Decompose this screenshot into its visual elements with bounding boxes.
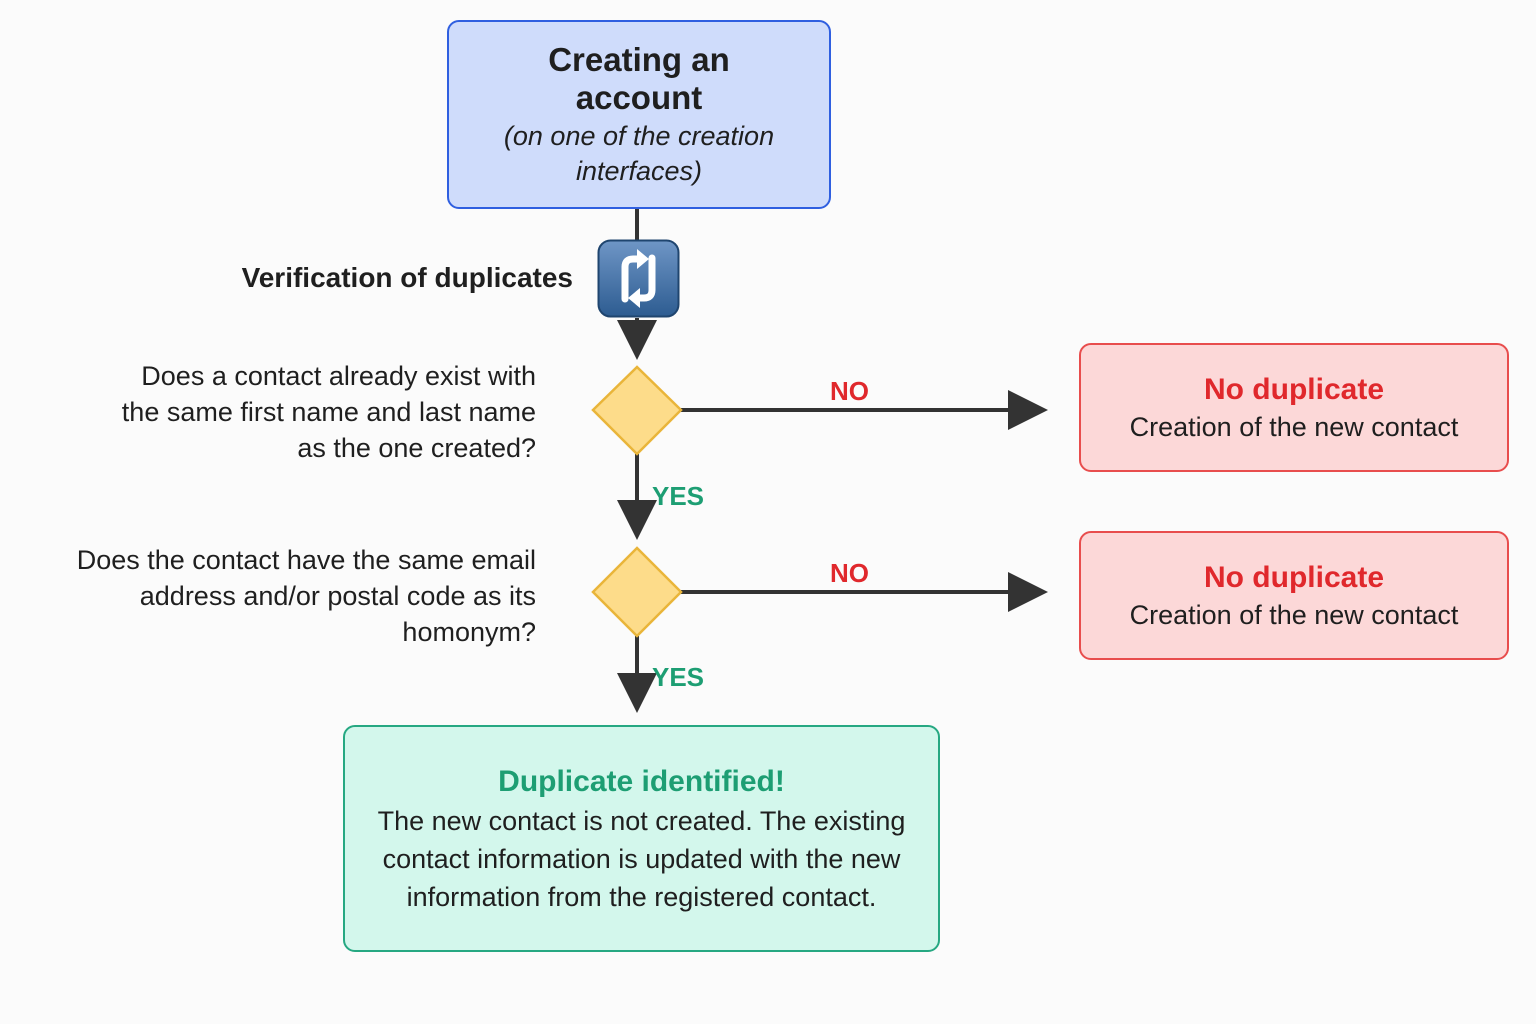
refresh-icon <box>597 239 680 318</box>
duplicate-identified-box: Duplicate identified! The new contact is… <box>343 725 940 952</box>
verification-label: Verification of duplicates <box>241 262 573 293</box>
no-label-2: NO <box>830 558 869 588</box>
no-label-1: NO <box>830 376 869 406</box>
start-box: Creating an account (on one of the creat… <box>447 20 831 209</box>
duplicate-title: Duplicate identified! <box>498 764 785 798</box>
yes-label-1: YES <box>652 481 705 511</box>
duplicate-body: The new contact is not created. The exis… <box>377 805 906 912</box>
start-subtitle: (on one of the creation interfaces) <box>503 120 775 186</box>
decision-diamond-2 <box>591 546 683 638</box>
yes-label-2: YES <box>652 662 705 692</box>
decision-diamond-1 <box>591 365 683 456</box>
no-duplicate-body-1: Creation of the new contact <box>1129 411 1459 442</box>
no-duplicate-title-2: No duplicate <box>1203 560 1384 594</box>
decision-question-1: Does a contact already exist with the sa… <box>121 361 536 463</box>
decision-question-2: Does the contact have the same email add… <box>76 545 536 647</box>
start-title: Creating an account <box>548 40 730 116</box>
no-duplicate-body-2: Creation of the new contact <box>1129 599 1459 630</box>
no-duplicate-box-1: No duplicate Creation of the new contact <box>1079 343 1509 472</box>
no-duplicate-box-2: No duplicate Creation of the new contact <box>1079 531 1509 660</box>
no-duplicate-title-1: No duplicate <box>1203 372 1384 406</box>
